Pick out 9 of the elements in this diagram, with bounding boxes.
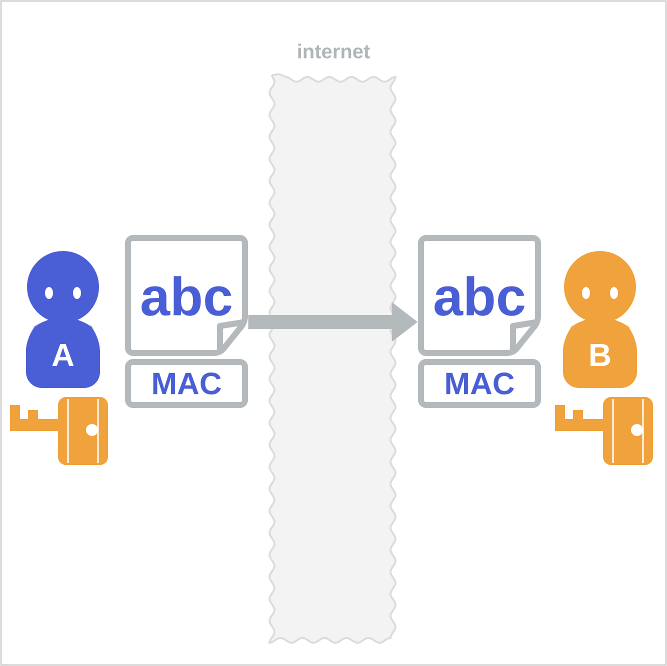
document-box: abc (125, 235, 248, 356)
person-figure: A (26, 251, 100, 388)
mac-tag: MAC (418, 359, 541, 408)
node-label: B (590, 344, 610, 366)
mac-tag: MAC (125, 359, 248, 408)
document-box: abc (418, 235, 541, 356)
band-heading: internet (298, 44, 370, 58)
node-label: A (52, 344, 74, 366)
person-figure: B (563, 251, 637, 388)
